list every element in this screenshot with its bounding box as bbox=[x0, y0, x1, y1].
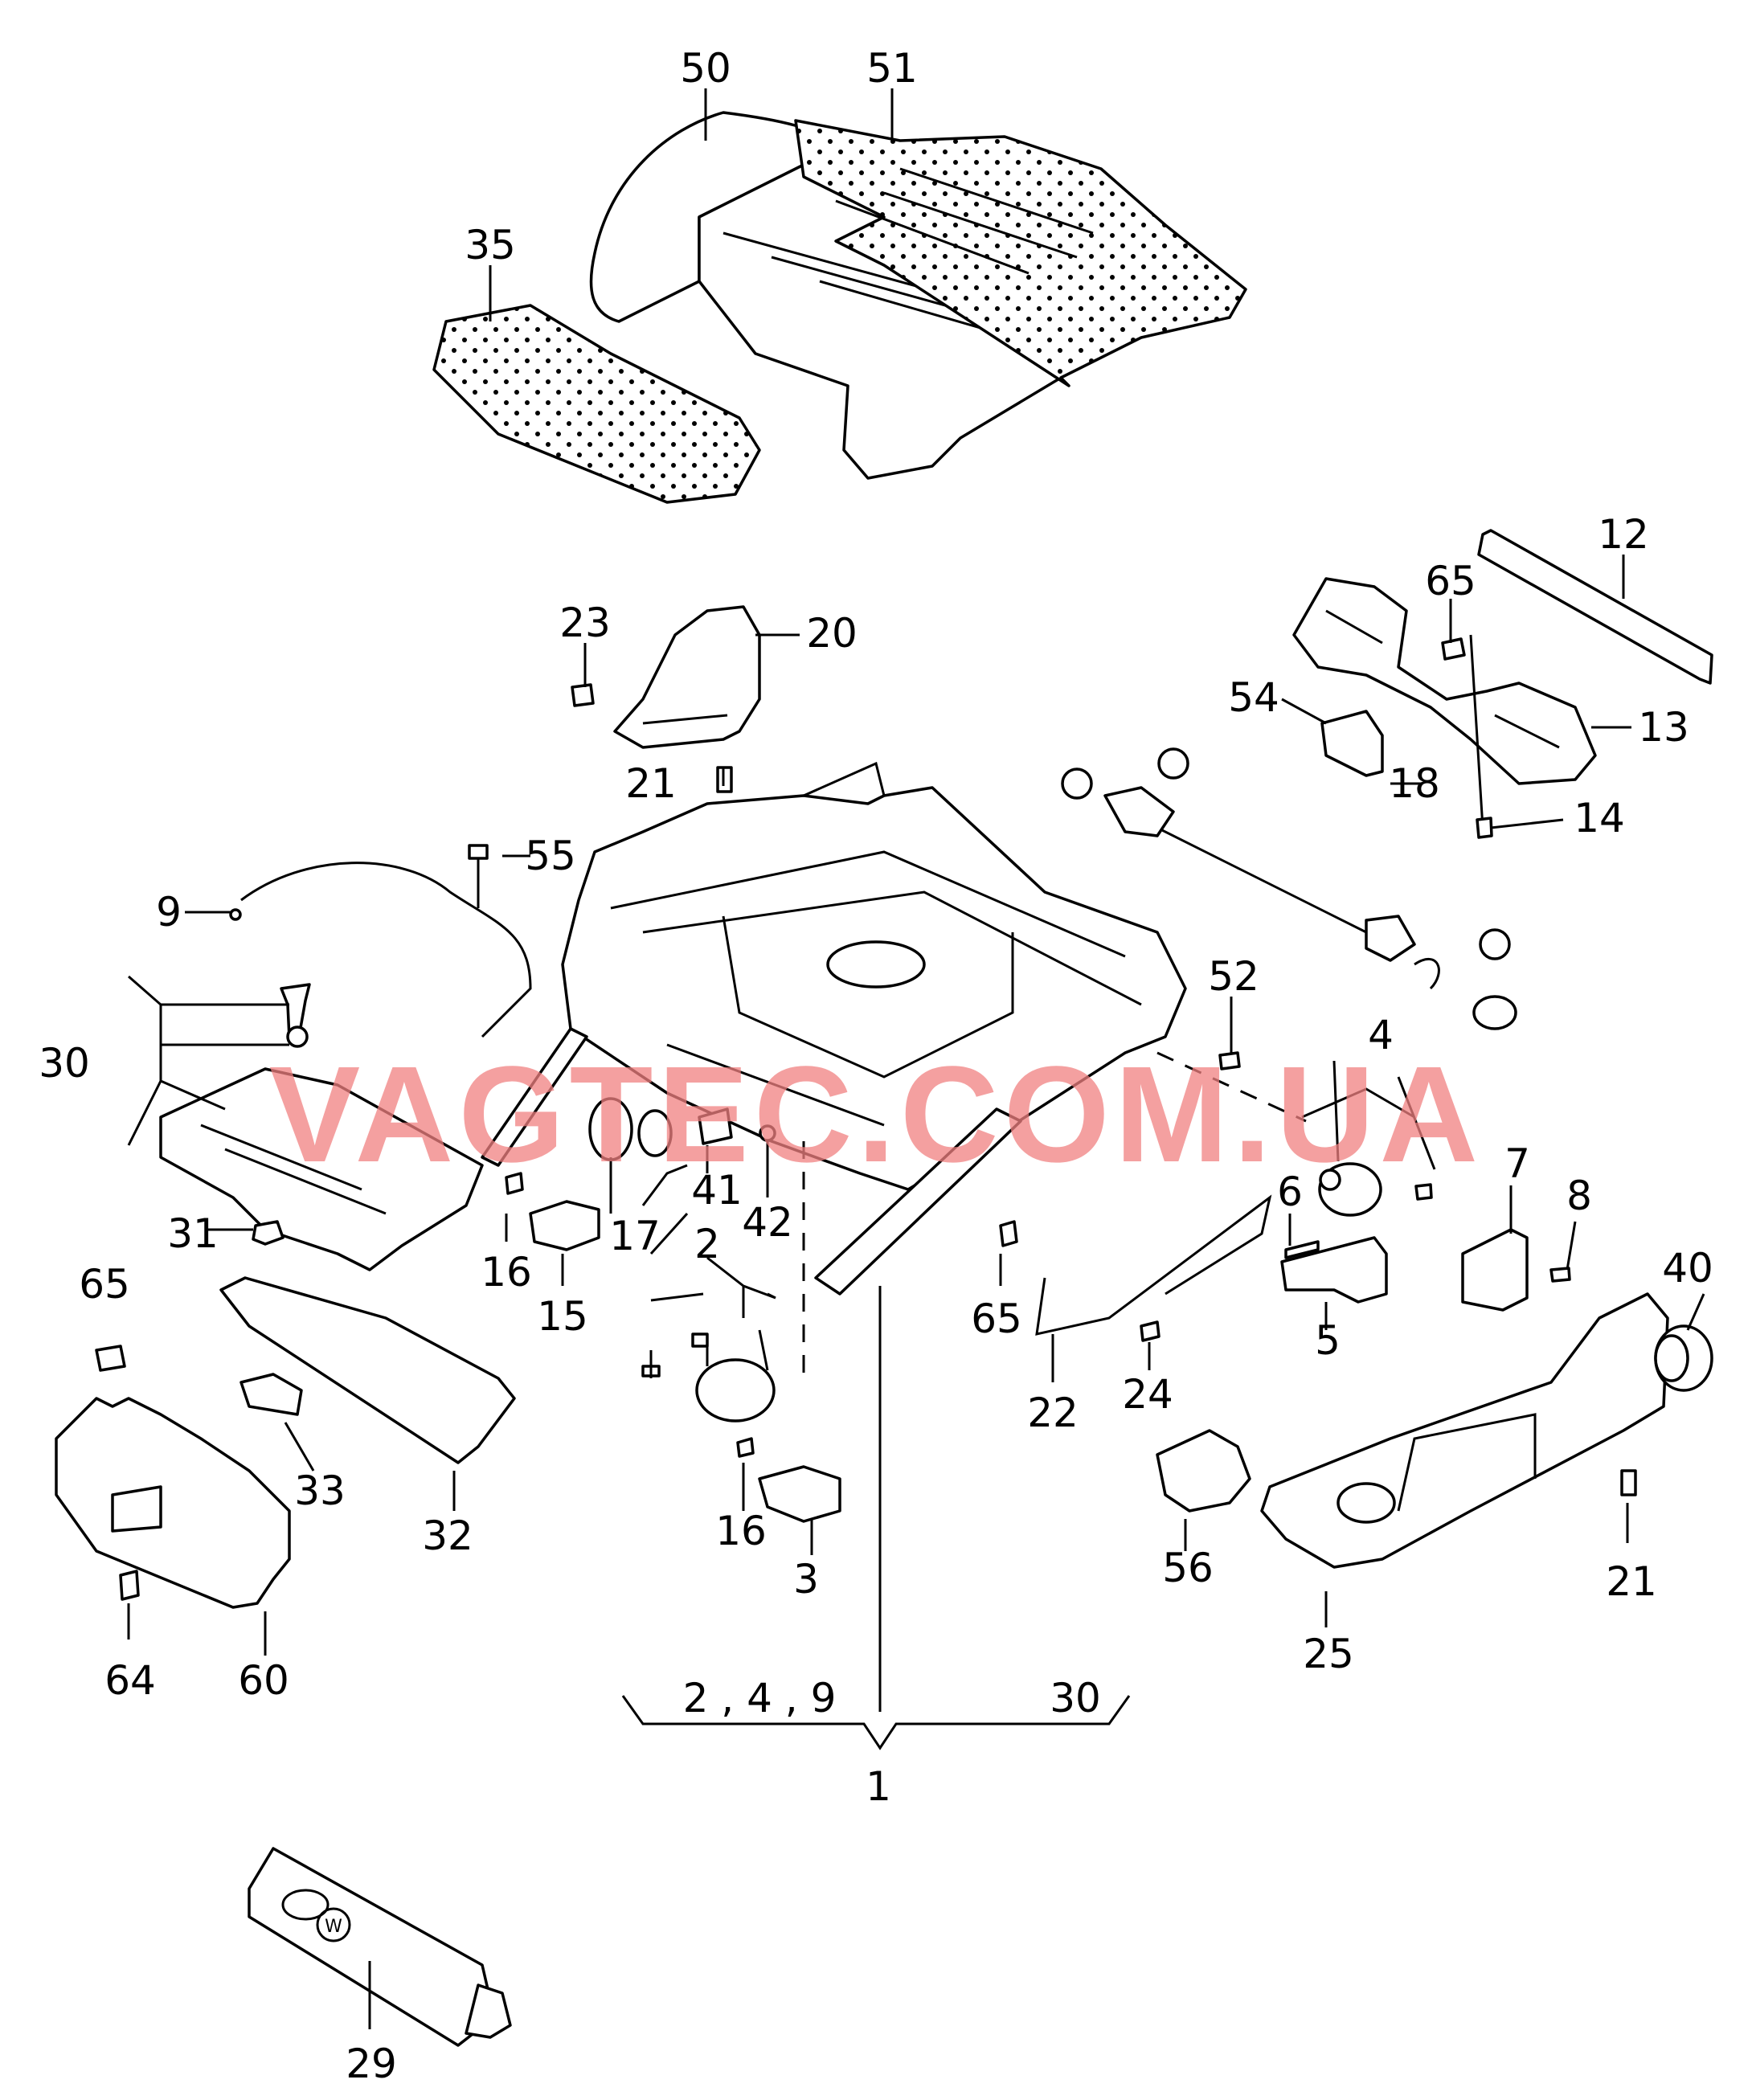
callout-13[interactable]: 13 bbox=[1638, 704, 1689, 751]
clip-16 bbox=[505, 1172, 524, 1195]
callout-30-left[interactable]: 30 bbox=[39, 1040, 90, 1087]
cable-14 bbox=[1469, 634, 1493, 839]
callout-65-mid[interactable]: 65 bbox=[971, 1296, 1022, 1342]
callout-64[interactable]: 64 bbox=[104, 1657, 156, 1704]
screw-24 bbox=[1140, 1320, 1160, 1342]
adjust-lever-5 bbox=[1280, 1236, 1388, 1304]
callout-40[interactable]: 40 bbox=[1662, 1245, 1713, 1292]
vw-logo-icon: W bbox=[316, 1907, 351, 1942]
callout-33[interactable]: 33 bbox=[294, 1468, 346, 1514]
callout-7[interactable]: 7 bbox=[1504, 1140, 1530, 1187]
screw-64 bbox=[119, 1570, 140, 1601]
callout-50[interactable]: 50 bbox=[680, 45, 731, 92]
callout-labels: 50 51 35 12 65 23 20 54 13 21 18 14 55 9… bbox=[39, 45, 1713, 2087]
audi-rings-icon bbox=[281, 1889, 330, 1921]
callout-3[interactable]: 3 bbox=[793, 1556, 819, 1603]
seat-rail-inner bbox=[481, 1027, 588, 1167]
callout-25[interactable]: 25 bbox=[1303, 1631, 1354, 1677]
clip-16-lower bbox=[736, 1437, 755, 1458]
callout-18[interactable]: 18 bbox=[1389, 760, 1440, 807]
wire-bracket-22 bbox=[1035, 1194, 1272, 1336]
callout-52[interactable]: 52 bbox=[1208, 953, 1259, 1000]
callout-21-lower[interactable]: 21 bbox=[1606, 1558, 1657, 1605]
callout-30-bottom[interactable]: 30 bbox=[1050, 1675, 1101, 1721]
front-trim-32 bbox=[219, 1276, 516, 1464]
bolt-30-stack bbox=[280, 983, 311, 1048]
callout-51[interactable]: 51 bbox=[866, 45, 918, 92]
callout-5[interactable]: 5 bbox=[1315, 1317, 1341, 1364]
side-panel-25 bbox=[1260, 1292, 1669, 1569]
gear-plate-7 bbox=[1461, 1228, 1571, 1312]
callout-22[interactable]: 22 bbox=[1027, 1390, 1079, 1436]
seat-cushion-cover bbox=[794, 119, 1247, 387]
callout-65-top[interactable]: 65 bbox=[1425, 558, 1476, 604]
adjust-motor-4 bbox=[1318, 1162, 1433, 1217]
callout-41[interactable]: 41 bbox=[691, 1167, 743, 1214]
screw-23 bbox=[571, 683, 595, 707]
seat-bracket-assembly bbox=[1292, 577, 1597, 785]
connector-41 bbox=[698, 1107, 733, 1145]
callout-65-left[interactable]: 65 bbox=[79, 1261, 130, 1308]
callout-2-4-9[interactable]: 2 , 4 , 9 bbox=[683, 1675, 837, 1721]
callout-24[interactable]: 24 bbox=[1122, 1371, 1173, 1418]
callout-55[interactable]: 55 bbox=[525, 833, 576, 879]
callout-9[interactable]: 9 bbox=[156, 889, 182, 935]
clip-65-left bbox=[95, 1345, 126, 1372]
watermark-text: VAGTEC.COM.UA bbox=[269, 1038, 1483, 1191]
clip-65-mid bbox=[999, 1220, 1018, 1247]
callout-12[interactable]: 12 bbox=[1598, 511, 1649, 558]
callout-31[interactable]: 31 bbox=[167, 1210, 219, 1257]
callout-20[interactable]: 20 bbox=[806, 610, 858, 657]
callout-56[interactable]: 56 bbox=[1162, 1545, 1214, 1591]
callout-60[interactable]: 60 bbox=[238, 1657, 289, 1704]
callout-35[interactable]: 35 bbox=[465, 222, 516, 268]
screw-52 bbox=[1218, 1051, 1241, 1070]
front-cushion-pad bbox=[432, 304, 761, 504]
foot-cover-15 bbox=[529, 1200, 600, 1251]
seat-cable bbox=[240, 862, 532, 1038]
callout-32[interactable]: 32 bbox=[422, 1513, 473, 1559]
callout-14[interactable]: 14 bbox=[1574, 795, 1625, 841]
callout-54[interactable]: 54 bbox=[1228, 674, 1279, 721]
grease-tube bbox=[248, 1847, 512, 2047]
foot-cover-3 bbox=[758, 1465, 841, 1523]
callout-1[interactable]: 1 bbox=[866, 1763, 891, 1810]
seat-wire-rod bbox=[1103, 786, 1440, 990]
seat-bottom-plate bbox=[159, 1067, 484, 1271]
callout-4[interactable]: 4 bbox=[1368, 1012, 1394, 1058]
trim-strip bbox=[1477, 529, 1713, 685]
clip-21-lower bbox=[1620, 1469, 1637, 1496]
callout-23[interactable]: 23 bbox=[559, 600, 611, 646]
bolt-55 bbox=[468, 844, 489, 908]
callout-21-upper[interactable]: 21 bbox=[625, 760, 677, 807]
callout-8[interactable]: 8 bbox=[1566, 1173, 1592, 1219]
base-housing-60 bbox=[55, 1397, 291, 1609]
clip-65-top bbox=[1441, 637, 1466, 661]
side-shield bbox=[613, 605, 761, 749]
callout-42[interactable]: 42 bbox=[742, 1199, 793, 1246]
seat-rail-outer bbox=[814, 1107, 1022, 1296]
callout-16-lower[interactable]: 16 bbox=[715, 1508, 767, 1554]
clip-6 bbox=[1284, 1240, 1320, 1259]
callout-6[interactable]: 6 bbox=[1277, 1169, 1303, 1215]
cap-40 bbox=[1654, 1324, 1713, 1392]
dashed-guides bbox=[802, 1051, 1307, 1382]
switch-56 bbox=[1156, 1429, 1251, 1513]
bushing-upper bbox=[1061, 747, 1517, 1030]
leader-lines bbox=[127, 88, 1705, 2029]
nut-31 bbox=[252, 1220, 284, 1246]
callout-2[interactable]: 2 bbox=[694, 1221, 720, 1267]
svg-text:W: W bbox=[325, 1917, 342, 1937]
callout-17[interactable]: 17 bbox=[609, 1213, 661, 1259]
cable-end bbox=[229, 908, 242, 921]
switch-18 bbox=[1320, 710, 1384, 777]
adjust-motor-2 bbox=[641, 1332, 776, 1423]
callout-16-left[interactable]: 16 bbox=[481, 1249, 532, 1296]
clip-33 bbox=[239, 1373, 303, 1416]
callout-29[interactable]: 29 bbox=[346, 2041, 397, 2087]
callout-15[interactable]: 15 bbox=[537, 1293, 588, 1340]
